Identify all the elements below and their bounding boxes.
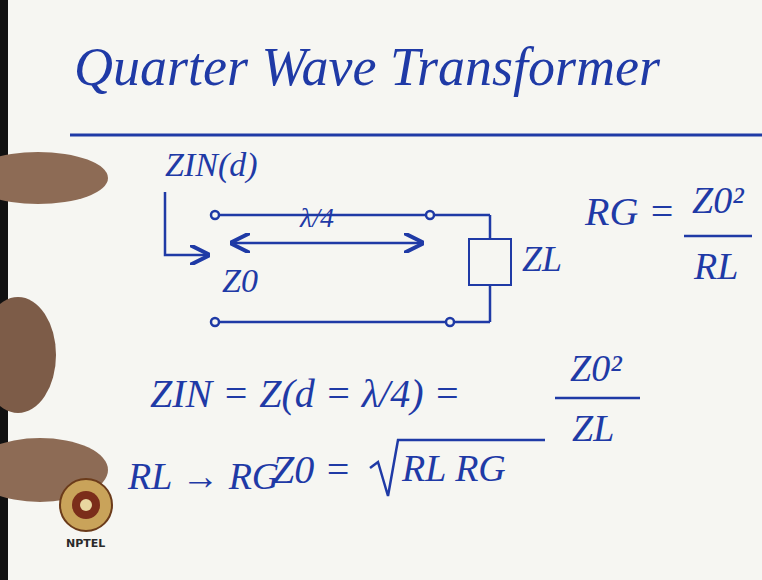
title-underline — [70, 134, 762, 137]
fraction-bar — [684, 235, 752, 238]
nptel-logo — [60, 479, 112, 531]
equation: ZIN = Z(d = λ/4) = — [150, 372, 461, 416]
denominator: RL — [694, 246, 738, 288]
finger — [0, 297, 56, 413]
finger — [0, 152, 108, 204]
fraction-bar — [555, 397, 640, 400]
equation: RG = — [585, 190, 675, 234]
load-label: ZL — [522, 240, 562, 280]
substitution: RL → RG — [128, 456, 279, 498]
title: Quarter Wave Transformer — [74, 38, 660, 97]
equation: Z0 = — [272, 448, 351, 492]
logo-text: NPTEL — [66, 538, 105, 550]
numerator: Z0² — [570, 348, 622, 390]
radical-sign — [370, 440, 545, 496]
radicand: RL RG — [402, 448, 506, 490]
load-box: ZL — [468, 238, 512, 286]
transmission-line — [211, 211, 490, 326]
impedance-label: Z0 — [222, 262, 258, 299]
denominator: ZL — [572, 408, 614, 450]
length-label: λ/4 — [300, 203, 334, 234]
length-arrow — [232, 242, 422, 245]
numerator: Z0² — [692, 180, 744, 222]
input-arrow — [165, 192, 208, 255]
impedance-label: ZIN(d) — [165, 146, 258, 183]
